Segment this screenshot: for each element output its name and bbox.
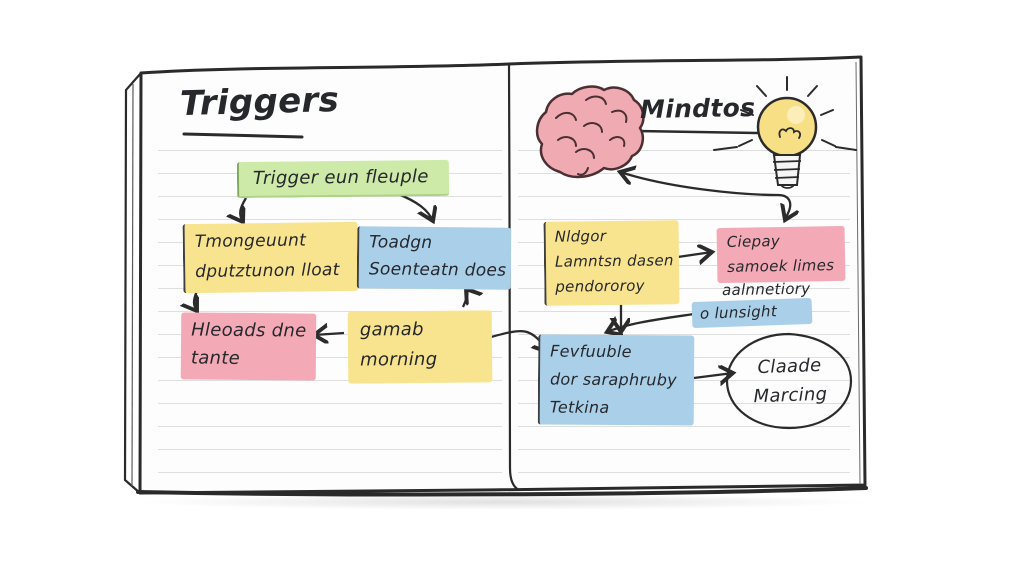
note-oval: Claade Marcing [739, 350, 841, 413]
note-trigger-green: Trigger eun fleuple [236, 159, 450, 199]
note-line: Fevfuuble [550, 341, 632, 362]
note-blue-left: Toadgn Soenteatn does [356, 226, 512, 290]
note-line: morning [360, 348, 438, 371]
note-line: gamab [359, 318, 424, 341]
note-line: Lamntsn dasen [554, 251, 674, 271]
note-line: Toadgn [369, 232, 433, 253]
note-pink-left: Hleoads dne tante [180, 312, 317, 381]
note-line: dputztunon lloat [195, 260, 340, 283]
note-line: Tmongeuunt [194, 230, 307, 253]
book-shadow [130, 494, 875, 510]
note-blue-right: Fevfuuble dor saraphruby Tetkina [537, 334, 695, 426]
note-pink-right: Ciepay samoek limes [716, 225, 846, 284]
note-insight-label: o lunsight [691, 297, 813, 329]
note-line: Claade [757, 354, 822, 379]
note-text: o lunsight [699, 302, 778, 323]
note-pink-right-tail: aalnnetiory [721, 279, 811, 300]
right-page-title: Mindtos [639, 92, 756, 125]
note-yellow-bottom-left: gamab morning [347, 310, 493, 384]
note-line: Hleoads dne [191, 319, 307, 342]
note-line: tante [190, 347, 241, 369]
note-line: pendororoy [555, 276, 645, 296]
note-line: Ciepay [726, 232, 781, 251]
note-line: Tetkina [549, 397, 610, 417]
note-yellow-right: Nldgor Lamntsn dasen pendororoy [543, 220, 680, 306]
note-line: Marcing [753, 383, 828, 408]
note-line: Nldgor [554, 227, 607, 246]
note-text: Trigger eun fleuple [252, 166, 429, 189]
note-line: dor saraphruby [549, 369, 678, 390]
note-line: Soenteatn does [368, 259, 507, 281]
left-page-title: Triggers [179, 79, 340, 125]
note-line: samoek limes [727, 256, 835, 276]
note-yellow-top-left: Tmongeuunt dputztunon lloat [182, 221, 359, 294]
